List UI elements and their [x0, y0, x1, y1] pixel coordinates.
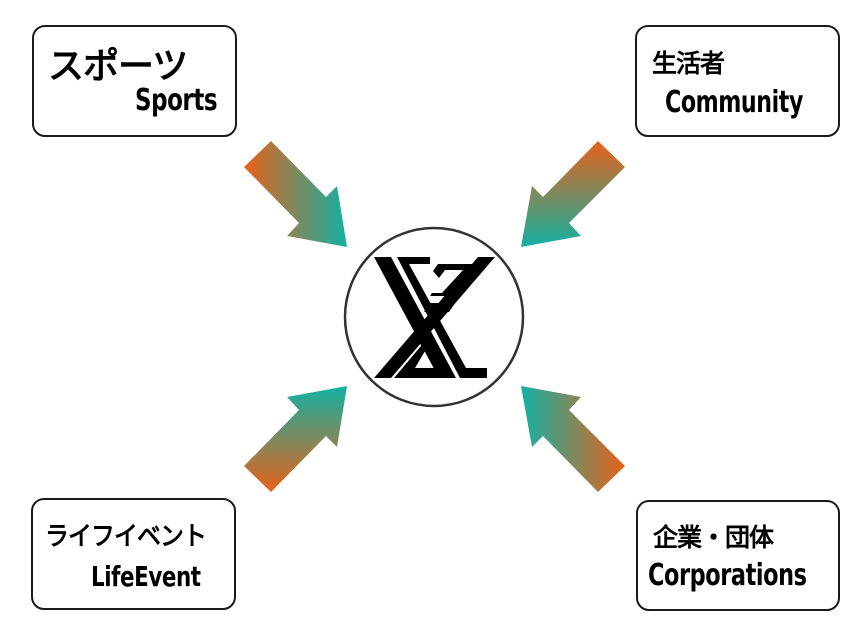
node-community: 生活者 Community	[635, 25, 840, 137]
cross-x-logo-icon	[374, 257, 495, 378]
arrow-community-to-center	[521, 141, 625, 247]
node-lifeevent-label-en: LifeEvent	[91, 560, 201, 593]
node-community-label-en: Community	[665, 85, 803, 120]
node-lifeevent: ライフイベント LifeEvent	[31, 498, 236, 610]
node-corporations-label-jp: 企業・団体	[653, 523, 774, 552]
node-corporations-label-en: Corporations	[648, 558, 807, 593]
node-sports-label-en: Sports	[135, 83, 218, 118]
arrow-corporations-to-center	[521, 386, 625, 492]
node-community-label-jp: 生活者	[652, 49, 725, 78]
arrow-sports-to-center	[244, 141, 347, 247]
node-corporations: 企業・団体 Corporations	[636, 500, 840, 611]
arrow-lifeevent-to-center	[244, 386, 347, 492]
node-sports: スポーツ Sports	[32, 25, 237, 137]
node-lifeevent-label-jp: ライフイベント	[45, 522, 207, 552]
node-sports-label-jp: スポーツ	[48, 46, 188, 87]
